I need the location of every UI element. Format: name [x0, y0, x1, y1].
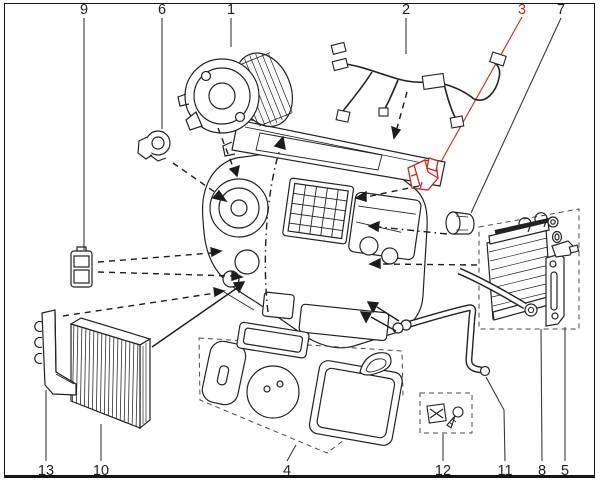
harness-connector [489, 51, 507, 67]
seal-kit-group [198, 321, 404, 454]
hvac-housing-drawing [201, 146, 428, 349]
blower-resistor-highlight-drawing [407, 157, 439, 191]
callout-8: 8 [537, 463, 547, 479]
filter-bracket-drawing [34, 309, 77, 396]
pipe-fitting [392, 322, 404, 334]
round-seal-pad [246, 365, 300, 419]
harness-connector [330, 41, 347, 55]
leader-4 [286, 444, 297, 462]
callout-6: 6 [157, 2, 167, 18]
clip-screw-group [419, 392, 473, 434]
leader-11 [485, 376, 506, 462]
frame-seal-small [236, 321, 310, 359]
callout-12: 12 [434, 463, 452, 479]
callout-1: 1 [226, 2, 236, 18]
housing-right-section [348, 191, 422, 265]
callout-3: 3 [517, 2, 527, 18]
heater-pipe-drawing [392, 267, 538, 377]
harness-connector [335, 109, 351, 123]
position-sensor-drawing [70, 246, 93, 288]
leader-3-highlight [437, 16, 523, 168]
triangle-seal [359, 352, 392, 376]
motor-connector [185, 111, 203, 131]
callout-2: 2 [401, 2, 411, 18]
callout-11: 11 [497, 463, 513, 479]
callout-5: 5 [560, 463, 570, 479]
dashed-box-4 [198, 337, 404, 454]
callout-4: 4 [282, 463, 292, 479]
core-clip [518, 217, 532, 233]
frame-seal-large [308, 360, 403, 446]
leader-lines [45, 16, 566, 462]
callout-9: 9 [79, 2, 89, 18]
harness-connector [331, 57, 349, 72]
wiring-harness-drawing [330, 41, 507, 129]
small-actuator-drawing [445, 211, 475, 235]
harness-clip [378, 107, 389, 117]
harness-inline-connector [421, 72, 446, 90]
blower-motor-drawing [177, 52, 293, 134]
dashed-box-12 [419, 392, 473, 434]
callout-13: 13 [37, 463, 55, 479]
leader-8 [540, 328, 543, 462]
screw-head [452, 406, 464, 418]
core-clip [534, 212, 548, 228]
callout-7: 7 [556, 2, 566, 18]
cabin-filter-drawing [69, 317, 152, 430]
callout-10: 10 [92, 463, 110, 479]
filter-pleats [71, 324, 139, 428]
leader-7 [470, 17, 562, 214]
screw-shaft [446, 415, 456, 429]
evaporator-grille [282, 177, 355, 245]
flap-actuator-drawing [137, 130, 171, 162]
harness-connector [449, 115, 465, 129]
side-bracket-drawing [545, 240, 580, 327]
core-top-tube [494, 218, 550, 234]
assembly-arrows [62, 91, 478, 348]
